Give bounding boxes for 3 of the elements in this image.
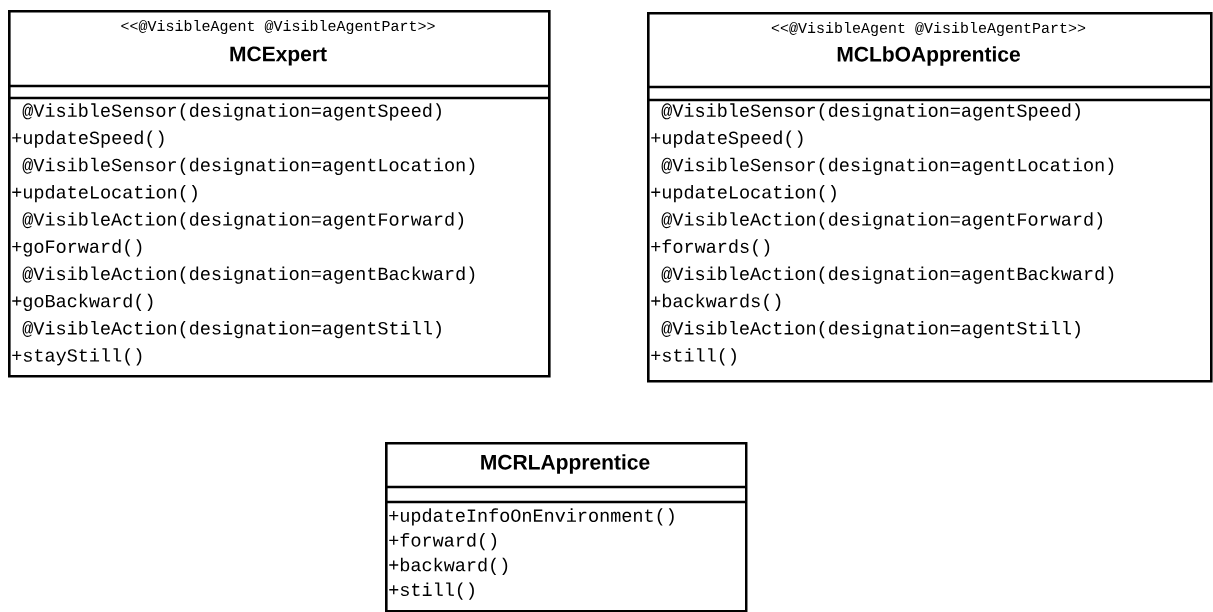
class-box: MCRLApprentice +updateInfoOnEnvironment() +forward() +backward() +still() [385,442,748,612]
class-box: <<@VisibleAgent @VisibleAgentPart>> MCLbOApprentice @VisibleSensor(designation=agentSpeed) +updateSpeed() @VisibleSensor(designation=agentLocation) +updateLocation() @VisibleAction(designation=agentForward) +forwards() @VisibleAction(designation=agentBackward) +backwards() @VisibleAction(designation=agentStill) +still() [647,12,1213,383]
class-box: <<@VisibleAgent @VisibleAgentPart>> MCExpert @VisibleSensor(designation=agentSpeed) +updateSpeed() @VisibleSensor(designation=agentLocation) +updateLocation() @VisibleAction(designation=agentForward) +goForward() @VisibleAction(designation=agentBackward) +goBackward() @VisibleAction(designation=agentStill) +stayStill() [8,10,551,378]
